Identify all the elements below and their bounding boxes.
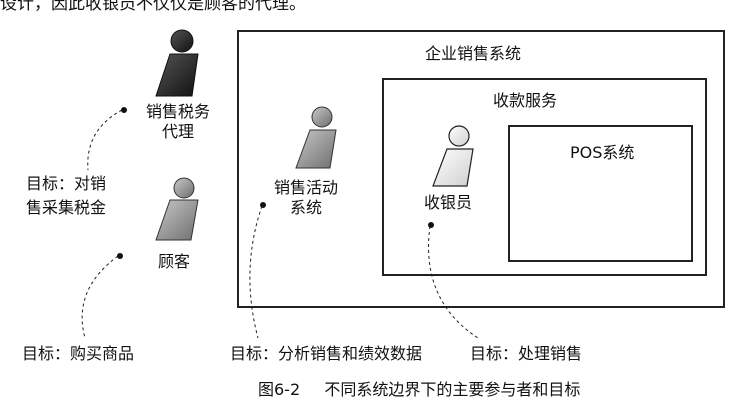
figure-number: 图6-2 (258, 380, 301, 399)
tax-goal-line2: 售采集税金 (26, 198, 107, 217)
enterprise-sales-system-boundary (237, 30, 725, 308)
process-goal-label: 目标：处理销售 (470, 344, 583, 363)
pos-system-label: POS系统 (570, 143, 635, 162)
cashier-actor-icon (432, 125, 474, 187)
process-goal-connector (428, 225, 479, 339)
tax-agent-label-line1: 销售税务 (145, 102, 210, 121)
tax-agent-label-line2: 代理 (161, 122, 194, 141)
cashier-dot (428, 222, 434, 228)
analyze-goal-connector (249, 205, 263, 339)
sales-activity-system-label: 销售活动 系统 (266, 178, 346, 218)
enterprise-sales-system-label: 企业销售系统 (425, 44, 522, 63)
buy-goal-connector (81, 255, 119, 339)
tax-goal-connector (87, 109, 123, 171)
sales-activity-label-line1: 销售活动 (273, 178, 338, 197)
payment-service-boundary (382, 78, 707, 276)
tax-goal-label: 目标：对销 售采集税金 (26, 174, 106, 218)
payment-service-label: 收款服务 (493, 91, 558, 110)
analyze-goal-label: 目标：分析销售和绩效数据 (230, 344, 423, 363)
buy-goal-label: 目标：购买商品 (22, 344, 135, 363)
customer-actor-icon (155, 177, 199, 241)
tax-agent-label: 销售税务 代理 (138, 102, 218, 142)
sales-activity-system-actor-icon (295, 106, 337, 169)
tax-agent-actor-icon (155, 29, 199, 97)
tax-agent-dot (121, 107, 127, 113)
customer-dot (117, 253, 123, 259)
sales-activity-dot (260, 202, 266, 208)
customer-label: 顾客 (158, 252, 191, 271)
top-text: 设计，因此收银员不仅仅是顾客的代理。 (0, 0, 306, 14)
cashier-label: 收银员 (424, 193, 473, 212)
pos-system-boundary (508, 125, 693, 262)
sales-activity-label-line2: 系统 (289, 198, 322, 217)
figure-caption: 图6-2 不同系统边界下的主要参与者和目标 (258, 380, 580, 400)
tax-goal-line1: 目标：对销 (26, 174, 107, 193)
figure-title: 不同系统边界下的主要参与者和目标 (324, 380, 581, 399)
